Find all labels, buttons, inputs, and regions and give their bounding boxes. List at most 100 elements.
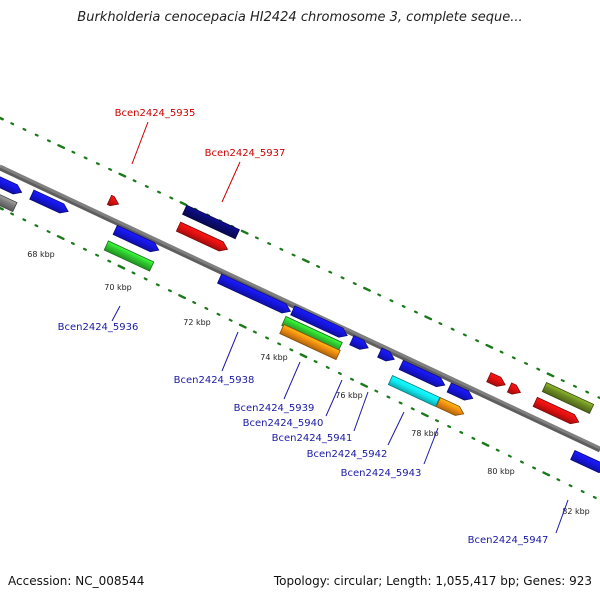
minor-tick-mark — [536, 367, 541, 371]
tick-label: 68 kbp — [27, 250, 55, 259]
tick-label: 82 kbp — [562, 507, 590, 516]
gene-feature — [446, 382, 474, 401]
gene-label: Bcen2424_5947 — [468, 535, 549, 546]
minor-tick-mark — [254, 236, 259, 240]
minor-tick-mark — [157, 190, 162, 194]
tick-label: 72 kbp — [183, 318, 211, 327]
gene-feature — [541, 382, 595, 414]
minor-tick-mark — [450, 327, 455, 331]
gene-label: Bcen2424_5943 — [341, 468, 422, 479]
gene-label-leader-line — [131, 121, 149, 165]
minor-tick-mark — [70, 241, 75, 245]
gene-label-leader-line — [387, 411, 405, 446]
gene-feature — [570, 449, 600, 473]
minor-tick-mark — [568, 484, 573, 488]
gene-label-leader-line — [353, 391, 369, 432]
minor-tick-mark — [462, 333, 467, 337]
gene-feature — [486, 372, 506, 387]
gene-feature — [106, 194, 120, 207]
minor-tick-mark — [328, 270, 333, 274]
major-tick-mark — [546, 372, 555, 378]
minor-tick-mark — [267, 242, 272, 246]
minor-tick-mark — [580, 490, 585, 494]
minor-tick-mark — [560, 379, 565, 383]
major-tick-mark — [485, 343, 494, 349]
gene-label-leader-line — [283, 361, 301, 400]
minor-tick-mark — [192, 300, 197, 305]
minor-tick-mark — [471, 436, 476, 440]
major-tick-mark — [179, 201, 188, 207]
minor-tick-mark — [108, 167, 113, 171]
minor-tick-mark — [352, 282, 357, 286]
minor-tick-mark — [597, 396, 600, 400]
major-tick-mark — [238, 323, 247, 329]
major-tick-mark — [0, 206, 4, 211]
tick-label: 78 kbp — [411, 429, 439, 438]
minor-tick-mark — [34, 133, 39, 137]
gene-label-leader-line — [111, 305, 121, 322]
major-tick-mark — [481, 441, 490, 447]
major-tick-mark — [301, 258, 310, 264]
major-tick-mark — [542, 471, 551, 477]
gene-feature — [377, 347, 395, 362]
minor-tick-mark — [279, 247, 284, 251]
major-tick-mark — [118, 172, 127, 178]
minor-tick-mark — [572, 384, 577, 388]
minor-tick-mark — [228, 318, 233, 322]
major-tick-mark — [117, 264, 126, 270]
major-tick-mark — [57, 144, 66, 150]
minor-tick-mark — [289, 348, 294, 352]
tick-label: 70 kbp — [104, 283, 132, 292]
gene-label: Bcen2424_5938 — [174, 375, 255, 386]
minor-tick-mark — [495, 448, 500, 452]
genome-summary-text: Topology: circular; Length: 1,055,417 bp… — [273, 574, 592, 588]
minor-tick-mark — [167, 289, 172, 293]
gene-label: Bcen2424_5942 — [307, 449, 388, 460]
minor-tick-mark — [291, 253, 296, 257]
minor-tick-mark — [398, 401, 403, 405]
gene-label: Bcen2424_5940 — [243, 418, 324, 429]
minor-tick-mark — [155, 283, 160, 287]
accession-text: Accession: NC_008544 — [8, 574, 145, 588]
minor-tick-mark — [277, 342, 282, 346]
minor-tick-mark — [95, 162, 100, 166]
gene-feature — [349, 335, 369, 350]
major-tick-mark — [424, 315, 433, 321]
minor-tick-mark — [401, 304, 406, 308]
gene-feature — [506, 382, 522, 395]
gene-feature — [532, 396, 580, 425]
minor-tick-mark — [46, 230, 51, 234]
minor-tick-mark — [83, 156, 88, 160]
minor-tick-mark — [438, 321, 443, 326]
major-tick-mark — [420, 412, 429, 418]
minor-tick-mark — [556, 478, 561, 482]
gene-label: Bcen2424_5941 — [272, 433, 353, 444]
gene-label: Bcen2424_5939 — [234, 403, 315, 414]
minor-tick-mark — [46, 139, 51, 143]
minor-tick-mark — [22, 218, 27, 222]
gene-feature — [182, 204, 240, 240]
gene-feature — [435, 397, 465, 416]
gene-feature — [29, 189, 69, 214]
minor-tick-mark — [82, 247, 87, 251]
minor-tick-mark — [447, 425, 452, 429]
minor-tick-mark — [132, 179, 137, 183]
tick-label: 80 kbp — [487, 467, 515, 476]
tick-label: 76 kbp — [335, 391, 363, 400]
gene-feature — [112, 224, 160, 253]
minor-tick-mark — [10, 212, 15, 216]
minor-tick-mark — [374, 389, 379, 393]
minor-tick-mark — [507, 454, 512, 458]
minor-tick-mark — [144, 184, 149, 189]
major-tick-mark — [240, 229, 249, 235]
minor-tick-mark — [313, 360, 318, 364]
minor-tick-mark — [434, 419, 439, 423]
minor-tick-mark — [350, 377, 355, 381]
major-tick-mark — [360, 382, 369, 388]
minor-tick-mark — [532, 466, 537, 470]
minor-tick-mark — [410, 407, 415, 411]
major-tick-mark — [178, 294, 186, 300]
gene-feature — [290, 305, 348, 338]
gene-label-leader-line — [221, 331, 239, 372]
